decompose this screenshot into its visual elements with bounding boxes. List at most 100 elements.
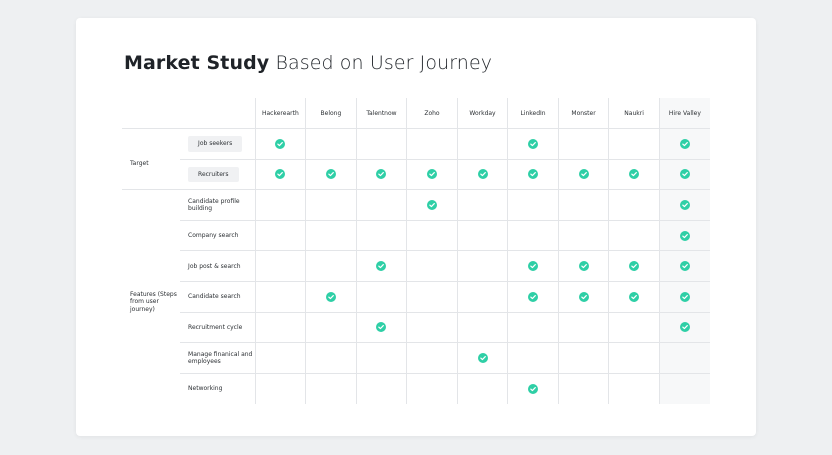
mark-cell-hackerearth: [254, 372, 306, 404]
mark-cell-hackerearth: [254, 189, 306, 221]
check-circle-icon: [376, 322, 387, 333]
feature-label: Job post & search: [188, 262, 241, 270]
check-circle-icon: [325, 291, 336, 302]
check-circle-icon: [528, 383, 539, 394]
column-header-naukri: Naukri: [608, 98, 660, 129]
mark-cell-linkedin: [507, 342, 559, 374]
mark-cell-hackerearth: [254, 158, 306, 190]
check-circle-icon: [629, 261, 640, 272]
market-study-card: Market Study Based on User Journey Hacke…: [76, 18, 756, 436]
table-row: Target Job seekers: [122, 128, 710, 190]
check-circle-icon: [679, 230, 690, 241]
table-row: Recruiters: [122, 158, 710, 190]
mark-cell-hire-valley: [658, 372, 710, 404]
table-row: Company search: [122, 219, 710, 251]
mark-cell-talentnow: [355, 219, 407, 251]
feature-label: Candidate search: [188, 293, 241, 301]
check-circle-icon: [679, 169, 690, 180]
mark-cell-monster: [557, 189, 609, 221]
mark-cell-belong: [305, 342, 357, 374]
mark-cell-workday: [456, 281, 508, 313]
row-label-cell: Candidate profile building: [180, 189, 256, 221]
mark-cell-hire-valley: [658, 158, 710, 190]
mark-cell-monster: [557, 281, 609, 313]
row-label-cell: Manage finanical and employees: [180, 342, 256, 374]
check-circle-icon: [528, 169, 539, 180]
column-header-hire-valley: Hire Valley: [658, 98, 710, 129]
table-row: Recruitment cycle: [122, 311, 710, 343]
mark-cell-talentnow: [355, 342, 407, 374]
feature-label: Recruitment cycle: [188, 323, 243, 331]
mark-cell-workday: [456, 372, 508, 404]
mark-cell-monster: [557, 158, 609, 190]
mark-cell-zoho: [406, 189, 458, 221]
table-row: Networking: [122, 372, 710, 404]
check-circle-icon: [679, 261, 690, 272]
mark-cell-naukri: [608, 342, 660, 374]
mark-cell-talentnow: [355, 250, 407, 282]
target-chip: Job seekers: [188, 136, 243, 152]
mark-cell-monster: [557, 372, 609, 404]
mark-cell-workday: [456, 128, 508, 160]
mark-cell-belong: [305, 311, 357, 343]
mark-cell-linkedin: [507, 311, 559, 343]
column-header-monster: Monster: [557, 98, 609, 129]
table-row: Candidate search: [122, 281, 710, 313]
mark-cell-monster: [557, 250, 609, 282]
mark-cell-belong: [305, 372, 357, 404]
header-spacer: [180, 98, 255, 129]
check-circle-icon: [376, 261, 387, 272]
mark-cell-hackerearth: [254, 311, 306, 343]
mark-cell-naukri: [608, 189, 660, 221]
check-circle-icon: [426, 169, 437, 180]
check-circle-icon: [629, 169, 640, 180]
check-circle-icon: [528, 291, 539, 302]
check-circle-icon: [528, 138, 539, 149]
mark-cell-hire-valley: [658, 281, 710, 313]
mark-cell-linkedin: [507, 219, 559, 251]
check-circle-icon: [426, 200, 437, 211]
mark-cell-zoho: [406, 219, 458, 251]
mark-cell-linkedin: [507, 189, 559, 221]
check-circle-icon: [578, 291, 589, 302]
table-row: Features (Steps from user journey)Candid…: [122, 189, 710, 404]
mark-cell-talentnow: [355, 311, 407, 343]
mark-cell-naukri: [608, 250, 660, 282]
mark-cell-linkedin: [507, 250, 559, 282]
check-circle-icon: [528, 261, 539, 272]
mark-cell-hire-valley: [658, 219, 710, 251]
check-circle-icon: [376, 169, 387, 180]
check-circle-icon: [477, 353, 488, 364]
mark-cell-belong: [305, 281, 357, 313]
mark-cell-hackerearth: [254, 250, 306, 282]
title-bold: Market Study: [124, 52, 270, 74]
mark-cell-zoho: [406, 311, 458, 343]
mark-cell-talentnow: [355, 158, 407, 190]
column-header-zoho: Zoho: [406, 98, 458, 129]
mark-cell-zoho: [406, 128, 458, 160]
mark-cell-monster: [557, 342, 609, 374]
mark-cell-zoho: [406, 372, 458, 404]
column-header-hackerearth: Hackerearth: [254, 98, 306, 129]
check-circle-icon: [629, 291, 640, 302]
mark-cell-hackerearth: [254, 281, 306, 313]
mark-cell-zoho: [406, 342, 458, 374]
feature-label: Candidate profile building: [188, 197, 240, 213]
mark-cell-hire-valley: [658, 250, 710, 282]
mark-cell-linkedin: [507, 372, 559, 404]
check-circle-icon: [679, 200, 690, 211]
mark-cell-monster: [557, 311, 609, 343]
section-label-target: Target: [122, 128, 181, 190]
column-header-talentnow: Talentnow: [355, 98, 407, 129]
mark-cell-workday: [456, 219, 508, 251]
check-circle-icon: [679, 322, 690, 333]
mark-cell-naukri: [608, 158, 660, 190]
mark-cell-talentnow: [355, 372, 407, 404]
feature-label: Networking: [188, 385, 223, 393]
mark-cell-workday: [456, 311, 508, 343]
mark-cell-belong: [305, 250, 357, 282]
mark-cell-linkedin: [507, 281, 559, 313]
mark-cell-belong: [305, 128, 357, 160]
mark-cell-talentnow: [355, 281, 407, 313]
